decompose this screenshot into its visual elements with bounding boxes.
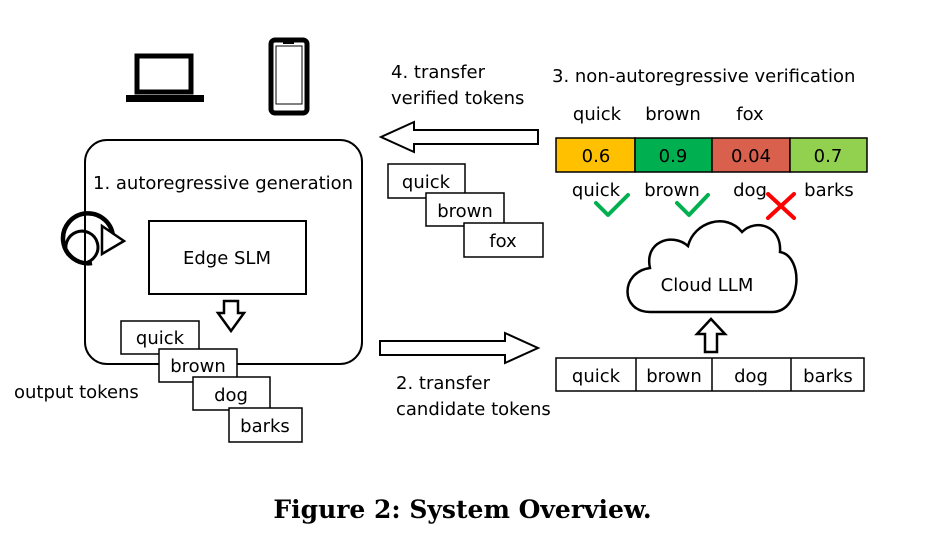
candidate-token: brown bbox=[646, 366, 702, 387]
score-value: 0.04 bbox=[731, 146, 771, 167]
step4-label-line1: 4. transfer bbox=[391, 62, 486, 83]
transfer-token: fox bbox=[489, 231, 517, 252]
score-value: 0.6 bbox=[582, 146, 611, 167]
output-token: barks bbox=[240, 416, 290, 437]
output-token-stack: quick brown dog barks bbox=[120, 320, 303, 443]
loop-icon bbox=[60, 211, 127, 266]
candidate-token: quick bbox=[572, 366, 621, 387]
check-mark-icon bbox=[594, 193, 630, 217]
verify-token: quick bbox=[572, 180, 621, 201]
output-tokens-label: output tokens bbox=[14, 382, 139, 403]
transfer-token-box bbox=[463, 222, 544, 258]
cloud-icon bbox=[626, 220, 798, 314]
verify-token: dog bbox=[733, 180, 767, 201]
output-token: brown bbox=[170, 356, 226, 377]
up-arrow-icon bbox=[694, 317, 728, 354]
verified-header-token: brown bbox=[645, 104, 701, 125]
candidate-token: barks bbox=[803, 366, 853, 387]
cloud-llm-label: Cloud LLM bbox=[661, 275, 754, 296]
laptop-icon bbox=[126, 53, 204, 102]
check-mark-icon bbox=[675, 193, 710, 217]
verified-header-token: quick bbox=[573, 104, 622, 125]
figure-caption: Figure 2: System Overview. bbox=[273, 495, 652, 524]
step1-label: 1. autoregressive generation bbox=[93, 173, 353, 194]
transfer-left-arrow-icon bbox=[378, 120, 539, 154]
cross-mark-icon bbox=[766, 192, 796, 220]
score-bar: 0.6 0.9 0.04 0.7 bbox=[555, 137, 868, 173]
candidate-token: dog bbox=[734, 366, 768, 387]
transfer-right-arrow-icon bbox=[379, 331, 541, 365]
phone-icon bbox=[268, 37, 310, 116]
candidate-token-row: quick brown dog barks bbox=[555, 357, 865, 392]
score-cell bbox=[634, 137, 713, 173]
score-cell bbox=[789, 137, 868, 173]
output-token: quick bbox=[136, 328, 185, 349]
transfer-token-stack: quick brown fox bbox=[387, 163, 544, 258]
verify-token: brown bbox=[644, 180, 700, 201]
verified-header-token: fox bbox=[736, 104, 764, 125]
score-value: 0.9 bbox=[659, 146, 688, 167]
step2-label-line1: 2. transfer bbox=[396, 373, 491, 394]
transfer-token: quick bbox=[402, 172, 451, 193]
system-overview-diagram: 1. autoregressive generation Edge SLM qu… bbox=[14, 37, 868, 443]
transfer-token-box bbox=[425, 192, 505, 227]
edge-slm-label: Edge SLM bbox=[183, 248, 271, 269]
step4-label-line2: verified tokens bbox=[391, 88, 524, 109]
output-token-box bbox=[192, 376, 271, 411]
step3-label: 3. non-autoregressive verification bbox=[552, 66, 855, 87]
edge-slm-box bbox=[148, 220, 307, 295]
output-token: dog bbox=[214, 385, 248, 406]
output-token-box bbox=[228, 407, 303, 443]
down-arrow-icon bbox=[215, 299, 247, 334]
score-value: 0.7 bbox=[814, 146, 843, 167]
step2-label-line2: candidate tokens bbox=[396, 399, 551, 420]
transfer-token: brown bbox=[437, 201, 493, 222]
verify-token: barks bbox=[804, 180, 854, 201]
